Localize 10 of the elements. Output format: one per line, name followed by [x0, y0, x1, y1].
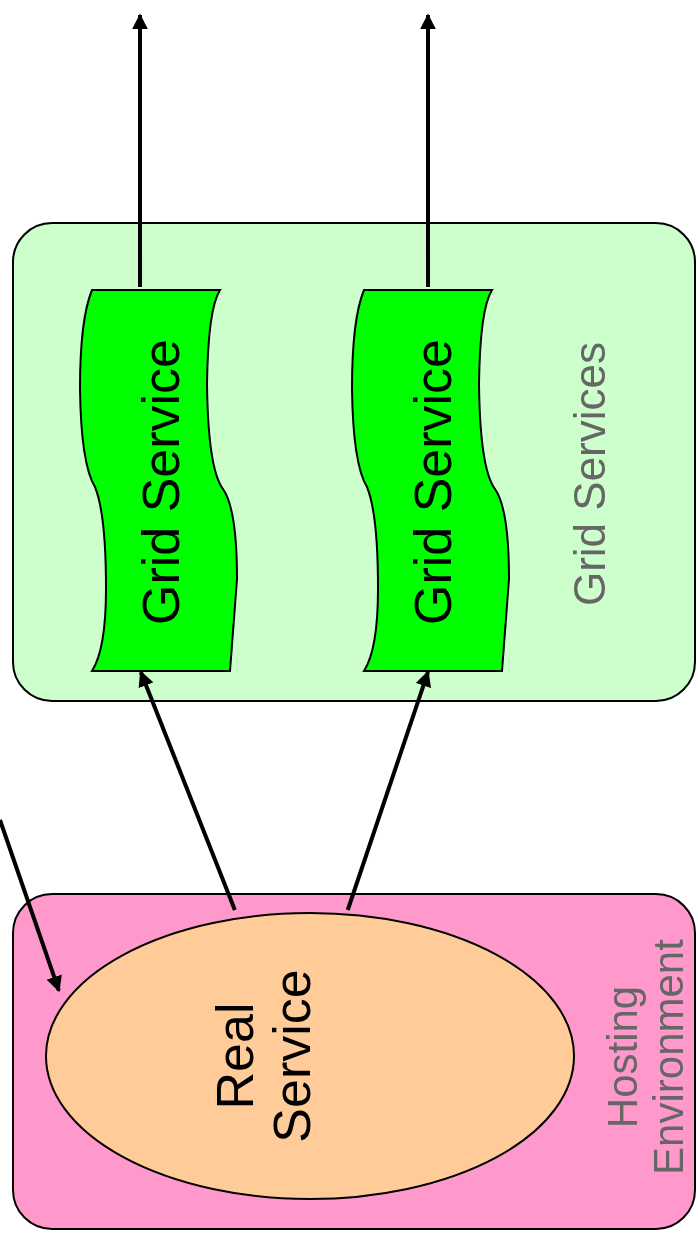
service-label: Real Service — [206, 968, 322, 1145]
container-panel — [12, 222, 696, 702]
container-panel — [12, 893, 696, 1230]
service-label: Grid Service — [405, 337, 463, 628]
panel-label: Grid Services — [565, 340, 615, 609]
arrow — [0, 819, 62, 993]
arrow — [132, 13, 148, 287]
panel-label: Hosting Environment — [599, 938, 693, 1177]
arrow — [420, 13, 436, 287]
service-label: Grid Service — [133, 337, 191, 628]
